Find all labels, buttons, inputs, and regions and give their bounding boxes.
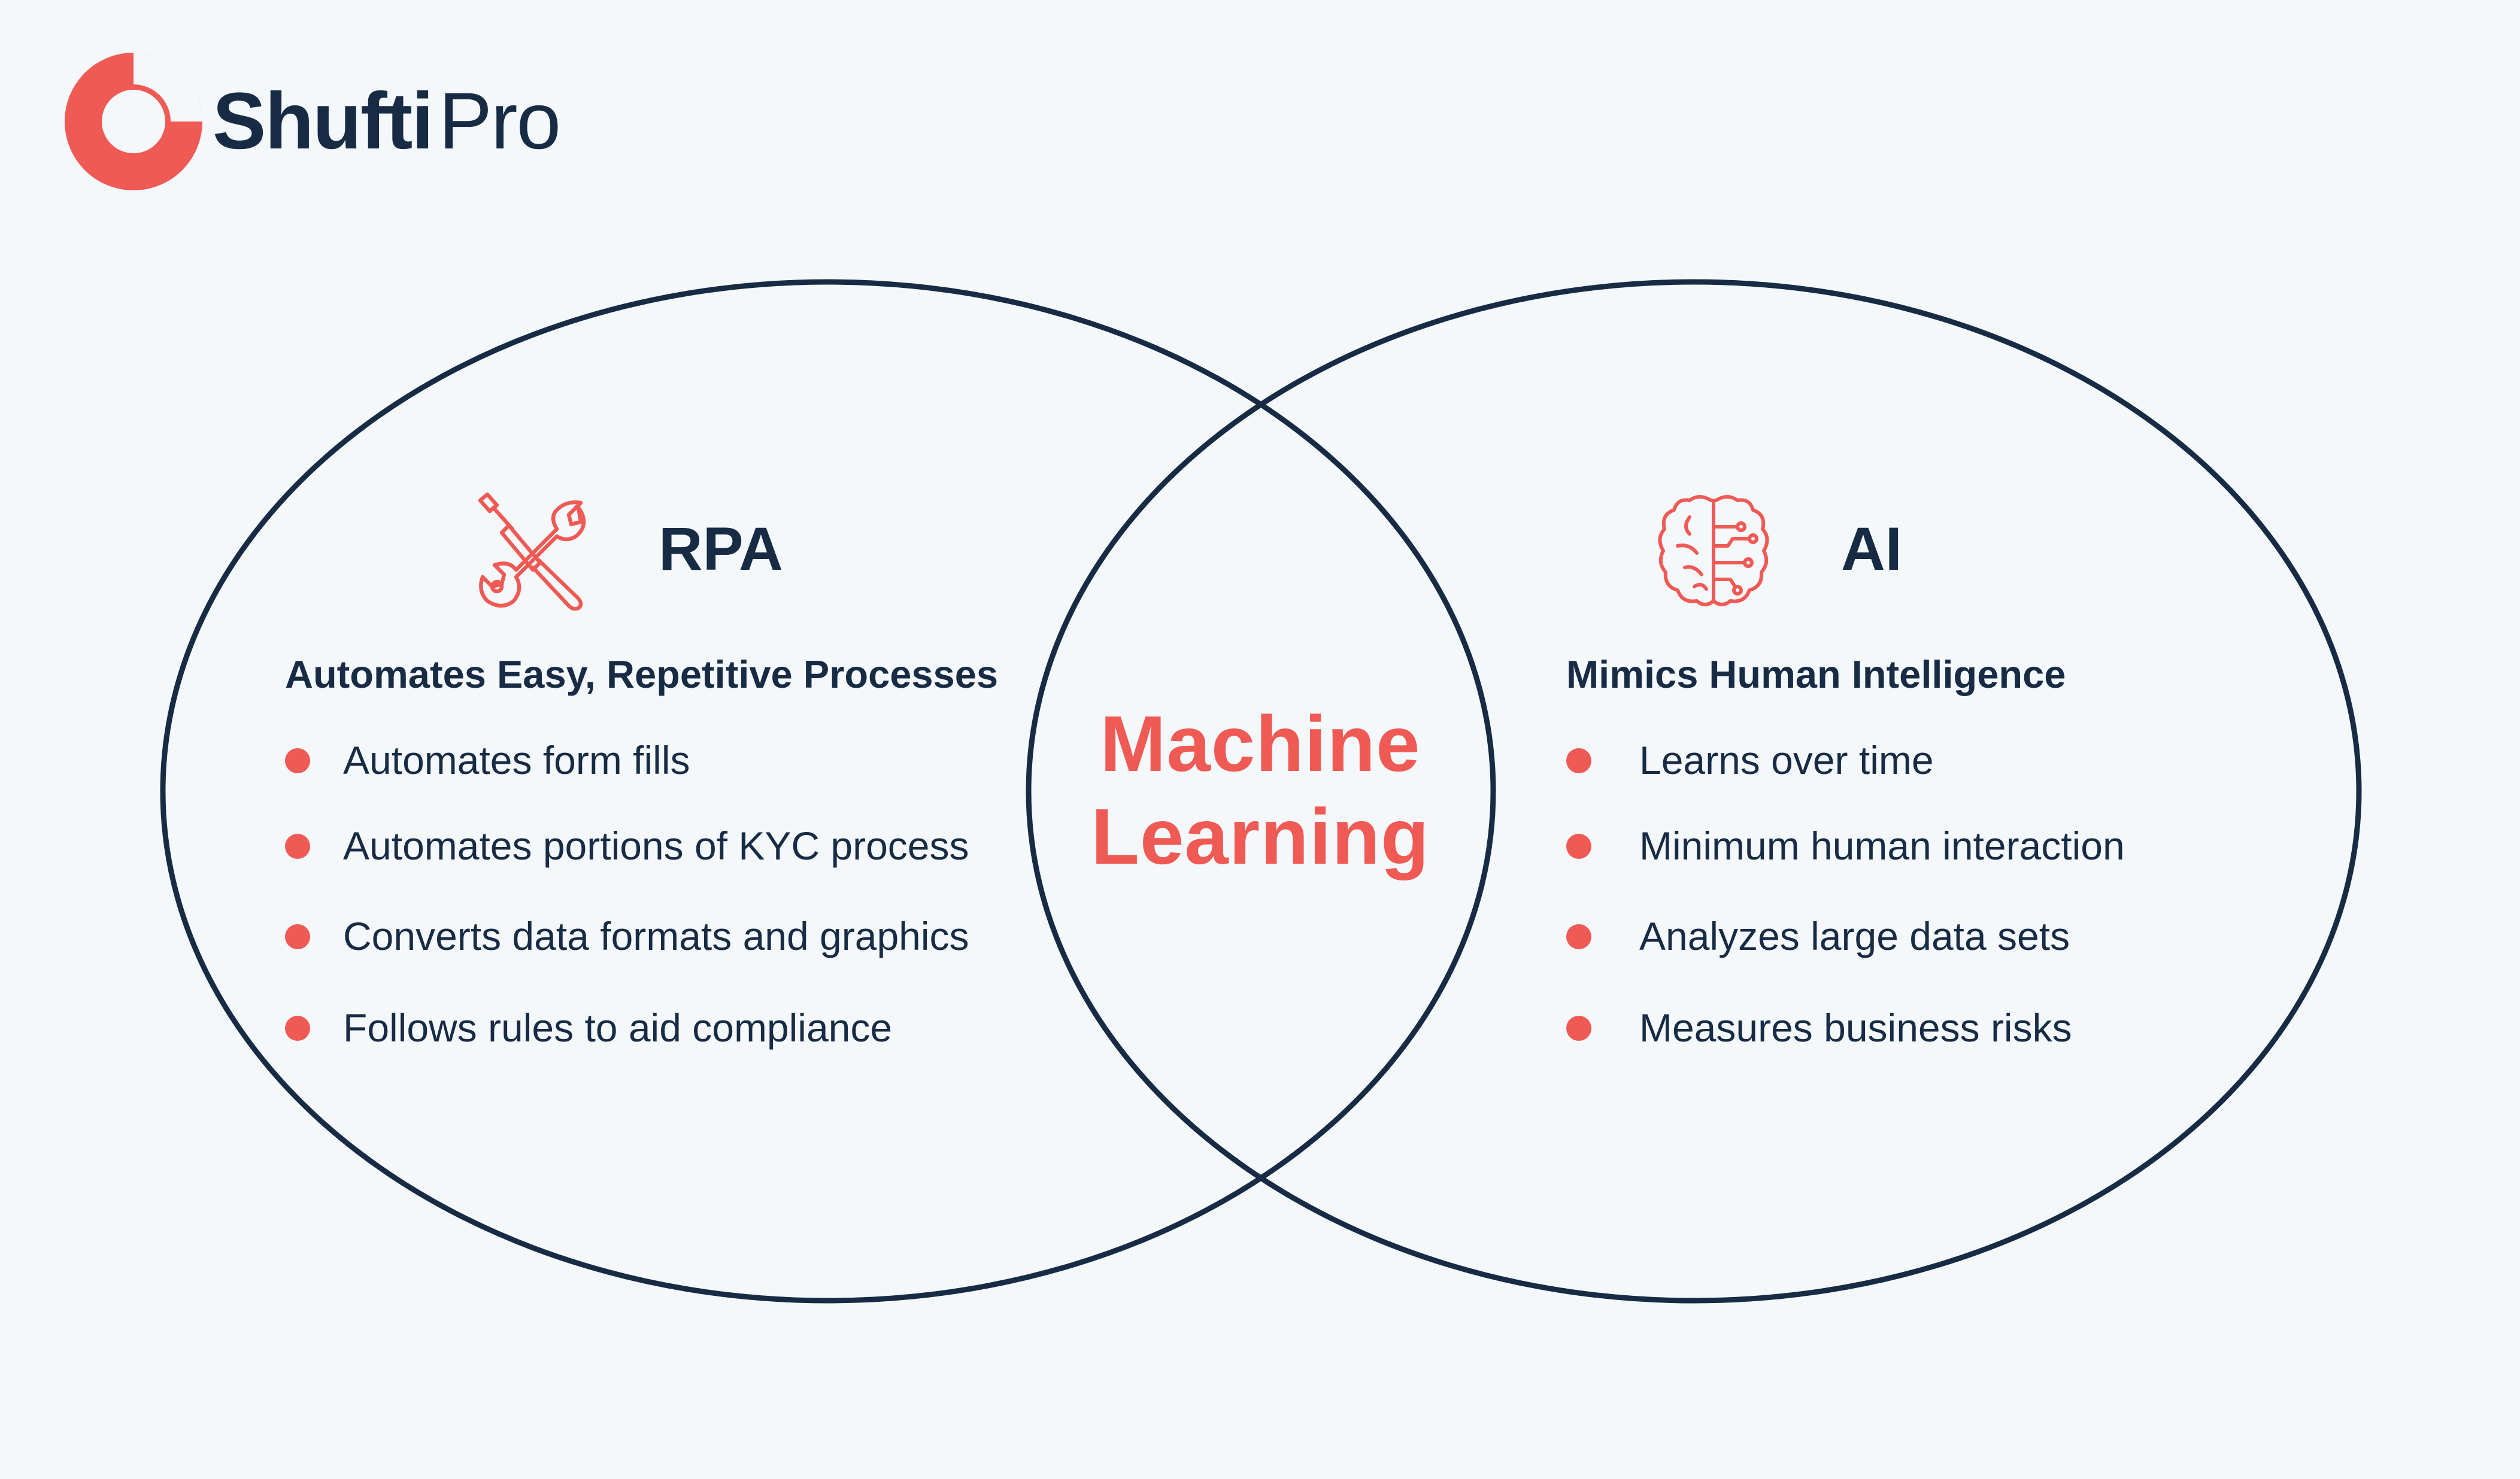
bullet-dot: [285, 1016, 310, 1041]
right-set-title: AI: [1841, 515, 1902, 583]
brand-logo: ShuftiPro: [63, 53, 561, 190]
logo-ring-icon: [65, 53, 202, 190]
intersection-line-1: Machine: [1100, 700, 1421, 788]
left-list-item: Converts data formats and graphics: [343, 914, 969, 958]
bullet-dot: [1566, 924, 1591, 949]
left-list-item: Follows rules to aid compliance: [343, 1006, 893, 1050]
tools-icon: [478, 492, 586, 611]
bullet-dot: [285, 834, 310, 859]
bullet-dot: [1566, 834, 1591, 859]
left-set-subtitle: Automates Easy, Repetitive Processes: [285, 652, 999, 696]
bullet-dot: [285, 748, 310, 773]
left-list-item: Automates form fills: [343, 738, 690, 782]
right-set-subtitle: Mimics Human Intelligence: [1566, 652, 2066, 696]
brain-circuit-icon: [1658, 495, 1769, 606]
logo-name-bold: Shufti: [213, 77, 434, 166]
right-list-item: Minimum human interaction: [1639, 824, 2125, 868]
right-set-ellipse: [1026, 279, 2362, 1304]
logo-name-light: Pro: [438, 77, 562, 166]
left-list-item: Automates portions of KYC process: [343, 824, 969, 868]
intersection-label: Machine Learning: [1072, 697, 1449, 883]
right-list-item: Learns over time: [1639, 738, 1934, 782]
left-set-ellipse: [160, 279, 1496, 1304]
bullet-dot: [1566, 748, 1591, 773]
logo-wordmark: ShuftiPro: [213, 77, 562, 166]
bullet-dot: [1566, 1016, 1591, 1041]
right-list-item: Measures business risks: [1639, 1006, 2072, 1050]
bullet-dot: [285, 924, 310, 949]
right-list-item: Analyzes large data sets: [1639, 914, 2070, 958]
intersection-line-2: Learning: [1091, 792, 1430, 880]
left-set-title: RPA: [659, 515, 783, 583]
